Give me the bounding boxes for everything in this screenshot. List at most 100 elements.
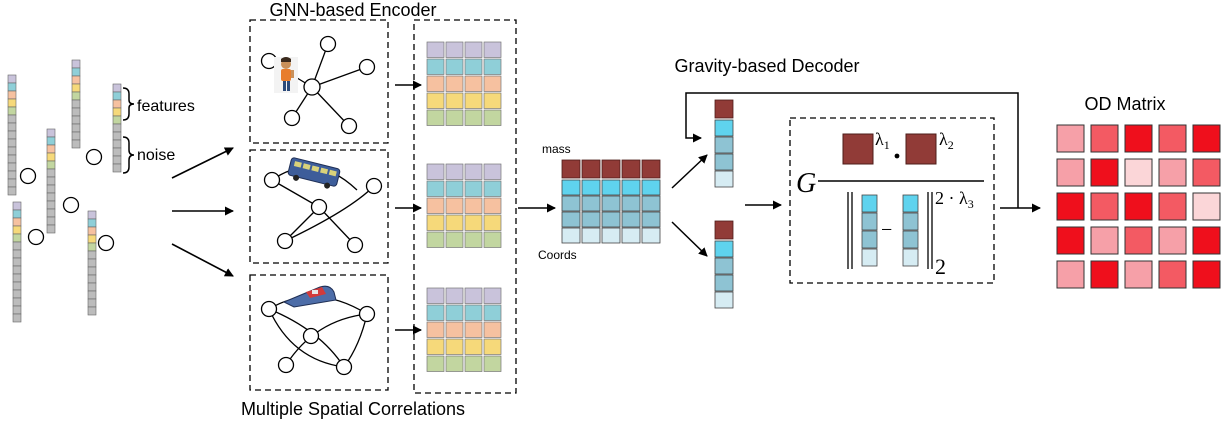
noise-cell [71, 99, 81, 109]
vector-coord-cell [714, 257, 734, 275]
vector-mass-cell [714, 220, 734, 240]
noise-cell [12, 249, 22, 259]
embedding-cell [445, 41, 464, 58]
noise-cell [7, 154, 17, 164]
feature-cell [112, 83, 122, 93]
vector-mass-cell [714, 99, 734, 119]
minus-sign: − [881, 219, 892, 241]
noise-cell [46, 176, 56, 186]
noise-cell [7, 130, 17, 140]
embedding-cell [426, 75, 445, 92]
noise-cell [7, 178, 17, 188]
embedding-cell [464, 304, 483, 321]
input-node [62, 196, 80, 214]
formula-g: G [796, 168, 816, 199]
embedding-cell [426, 287, 445, 304]
embedding-cell [426, 109, 445, 126]
embedding-cell [426, 355, 445, 372]
feature-cell [87, 226, 97, 236]
norm-coord-cell [902, 212, 919, 231]
norm-coord-cell [861, 212, 878, 231]
noise-cell [87, 290, 97, 300]
arrow-to-graph-1 [171, 147, 234, 179]
noise-cell [112, 163, 122, 173]
coord-cell [561, 227, 581, 244]
person-icon [274, 57, 298, 93]
feature-cell [87, 210, 97, 220]
noise-cell [7, 122, 17, 132]
noise-cell [7, 186, 17, 196]
input-node [85, 148, 103, 166]
feedback-loop-arrow [685, 92, 1019, 208]
embedding-cell [445, 109, 464, 126]
embedding-cell [464, 41, 483, 58]
embedding-cell [445, 355, 464, 372]
mass-destination-square [905, 133, 937, 165]
od-cell [1124, 124, 1153, 153]
feature-cell [12, 225, 22, 235]
coord-cell [641, 211, 661, 228]
od-matrix-grid [1056, 124, 1221, 289]
embedding-cell [483, 180, 502, 197]
od-cell [1124, 260, 1153, 289]
od-cell [1192, 124, 1221, 153]
encoder-title: GNN-based Encoder [269, 0, 436, 20]
mass-and-coords-block [561, 159, 661, 244]
embedding-cell [445, 197, 464, 214]
noise-cell [12, 265, 22, 275]
embedding-cell [483, 75, 502, 92]
arrow-to-origin-vector [671, 154, 708, 189]
coord-cell [561, 211, 581, 228]
embedding-cell [464, 197, 483, 214]
noise-cell [7, 170, 17, 180]
od-cell [1158, 192, 1187, 221]
origin-destination-vectors [714, 99, 734, 309]
feature-cell [112, 91, 122, 101]
feature-cell [87, 218, 97, 228]
noise-cell [12, 305, 22, 315]
noise-cell [46, 208, 56, 218]
node-embeddings [426, 41, 502, 372]
noise-cell [7, 138, 17, 148]
feature-cell [12, 209, 22, 219]
feature-cell [87, 234, 97, 244]
od-cell [1158, 226, 1187, 255]
norm-coord-cell [902, 248, 919, 267]
norm-coord-cell [902, 194, 919, 213]
embedding-cell [483, 92, 502, 109]
graph-panel-walk [249, 19, 389, 144]
noise-cell [87, 266, 97, 276]
coord-cell [641, 195, 661, 212]
noise-cell [12, 297, 22, 307]
noise-cell [7, 146, 17, 156]
noise-cell [71, 107, 81, 117]
noise-cell [112, 139, 122, 149]
embedding-cell [483, 197, 502, 214]
noise-cell [46, 216, 56, 226]
embedding-cell [445, 231, 464, 248]
input-node [97, 234, 115, 252]
od-cell [1056, 124, 1085, 153]
noise-cell [112, 147, 122, 157]
noise-cell [7, 114, 17, 124]
coord-cell [621, 227, 641, 244]
norm-subscript: 2 [935, 254, 946, 279]
embedding-cell [483, 58, 502, 75]
lambda-2: λ2 [939, 129, 954, 152]
feature-cell [12, 217, 22, 227]
embedding-cell [464, 321, 483, 338]
embedding-cell [445, 321, 464, 338]
embedding-cell [426, 180, 445, 197]
vector-coord-cell [714, 153, 734, 171]
od-cell [1124, 192, 1153, 221]
noise-cell [71, 131, 81, 141]
embedding-cell [426, 321, 445, 338]
mass-origin-square [842, 133, 874, 165]
feature-cell [71, 75, 81, 85]
features-brace [122, 87, 135, 121]
feature-cell [71, 67, 81, 77]
embedding-cell [426, 338, 445, 355]
noise-cell [12, 241, 22, 251]
embedding-cell [483, 214, 502, 231]
embedding-cell [426, 58, 445, 75]
